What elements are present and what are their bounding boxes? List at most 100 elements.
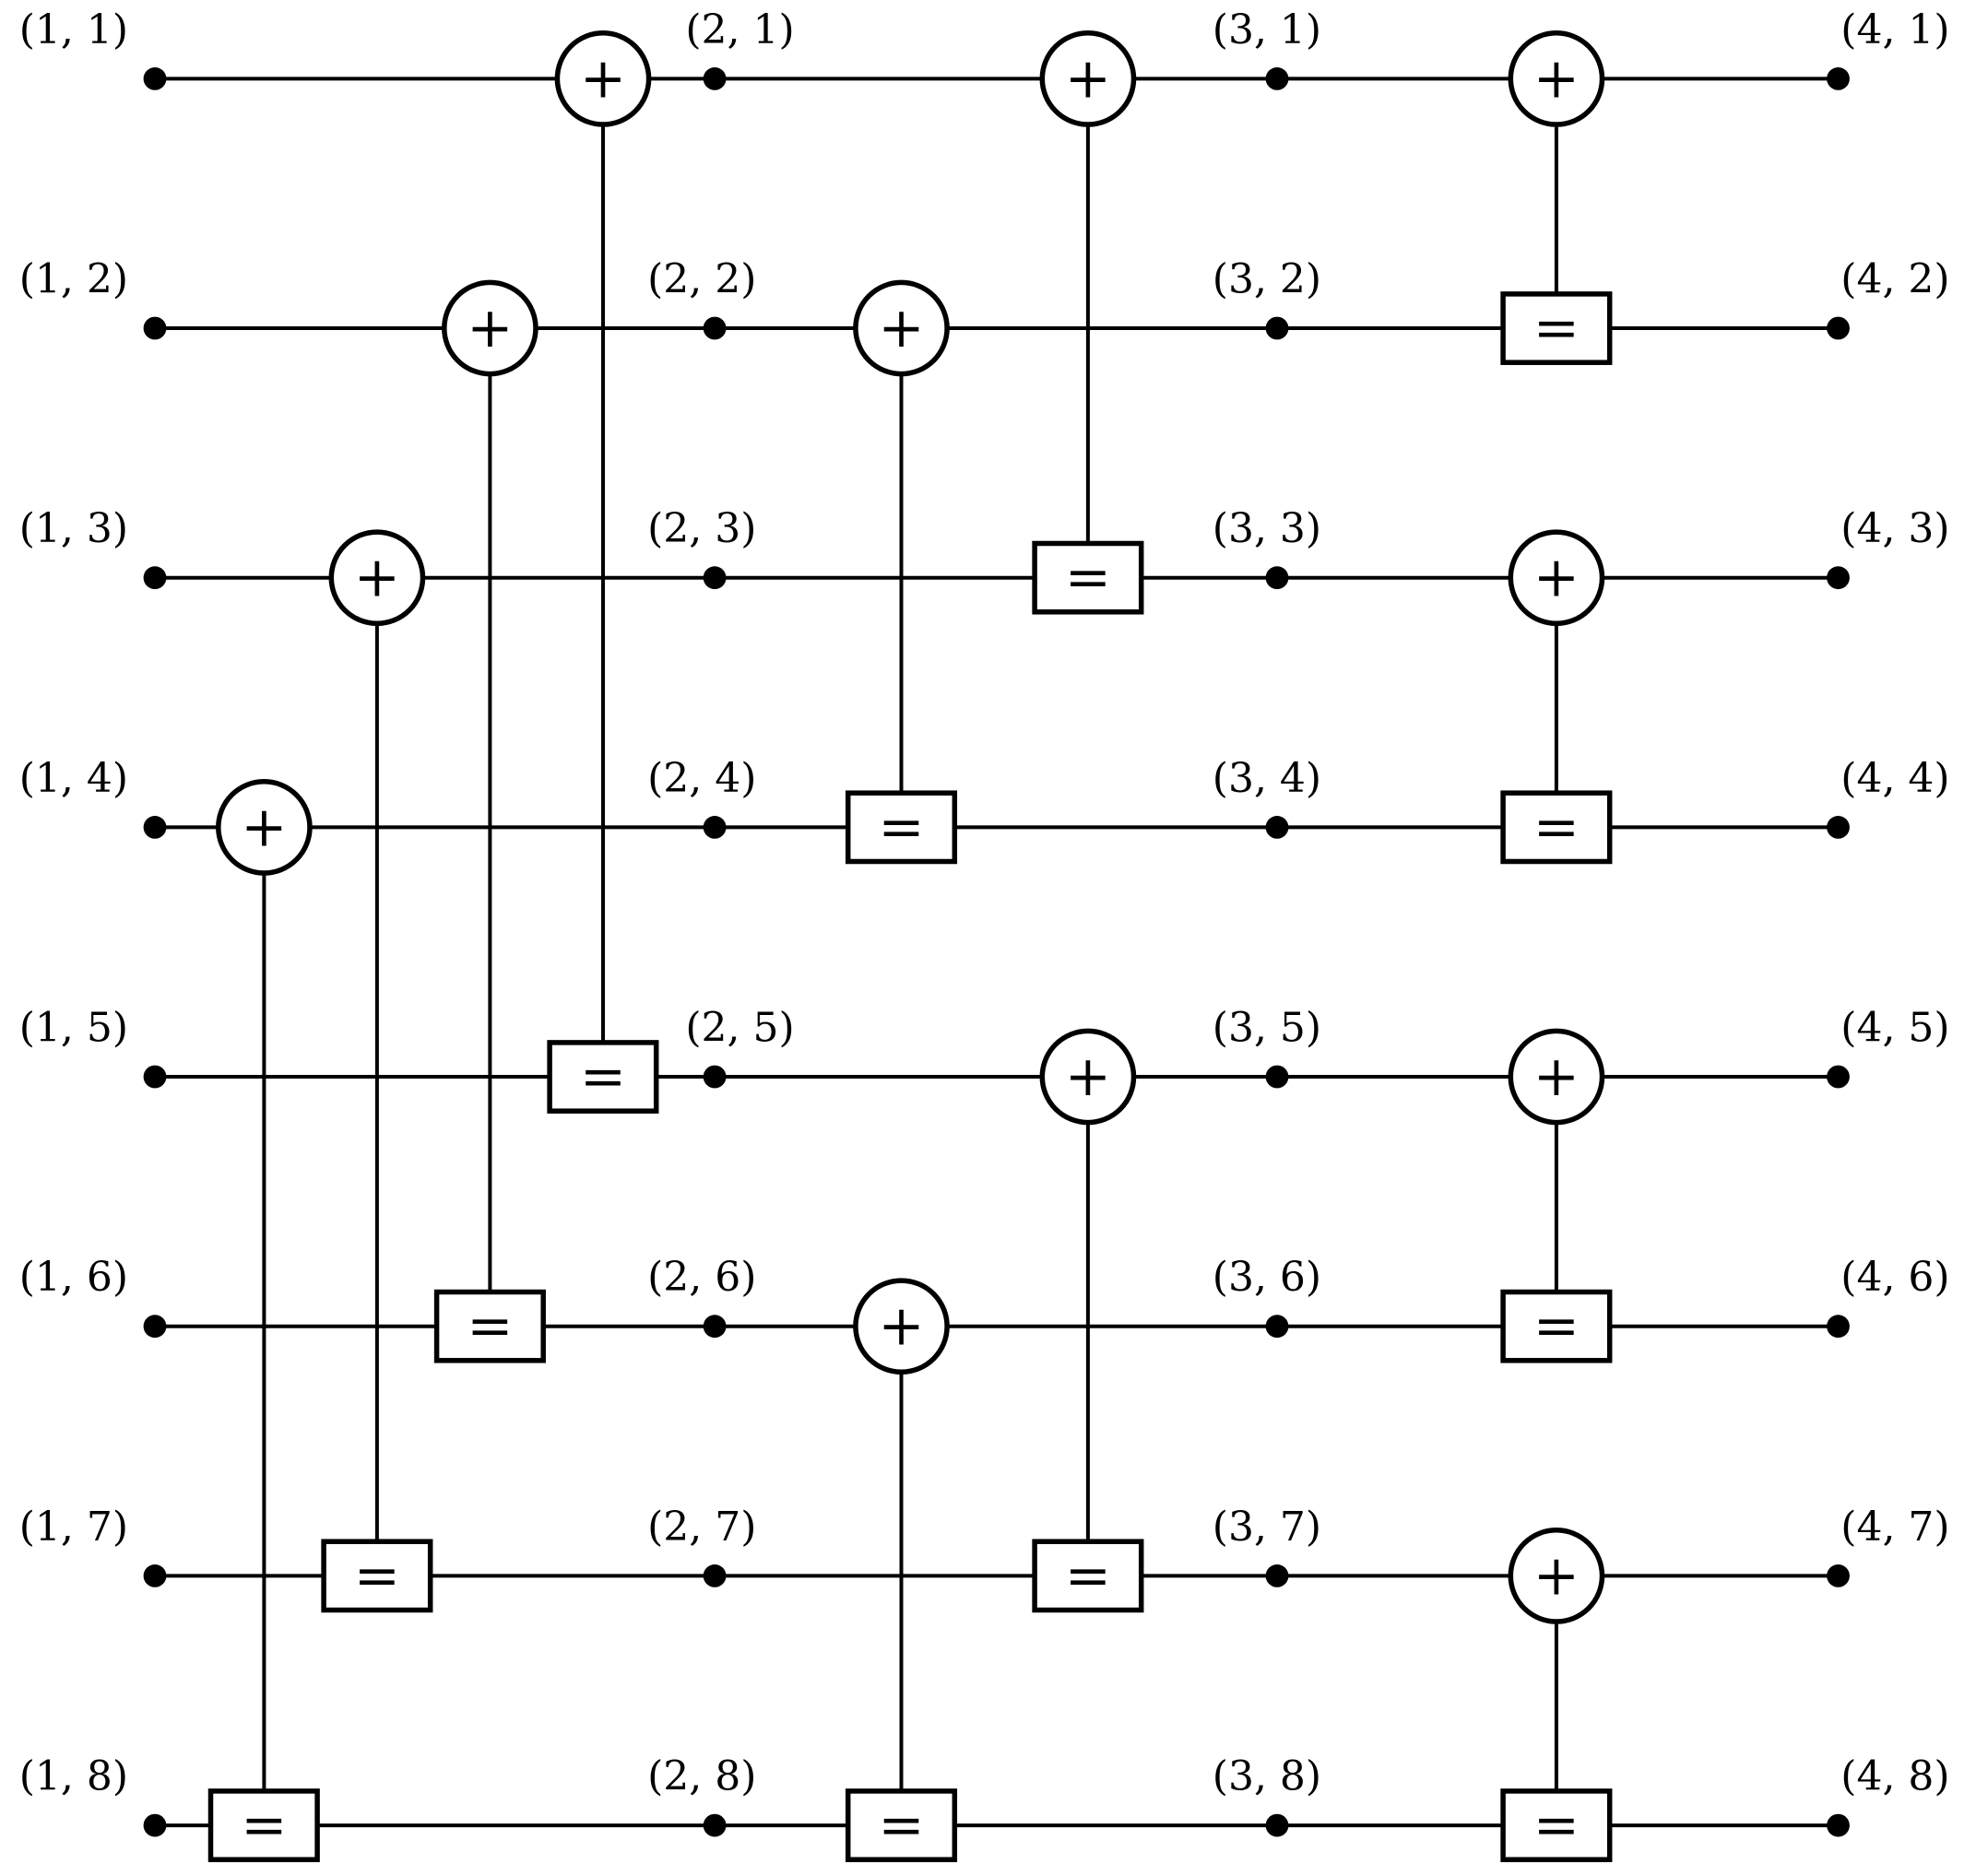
xor-gate: + — [1508, 1028, 1605, 1126]
xor-symbol: + — [1533, 1044, 1580, 1109]
node-label: (4, 5) — [1840, 1005, 1949, 1052]
equality-symbol: = — [878, 795, 924, 859]
node-dot — [1265, 1315, 1289, 1339]
node-label: (2, 1) — [685, 6, 794, 53]
node-dot — [1827, 566, 1850, 590]
node-label: (1, 5) — [19, 1005, 128, 1052]
xor-circle — [1039, 30, 1137, 127]
node-dot — [1265, 1065, 1289, 1089]
node-label: (4, 3) — [1840, 505, 1949, 552]
xor-symbol: + — [241, 795, 287, 859]
node-label: (1, 6) — [19, 1254, 128, 1301]
node-dot — [143, 67, 167, 90]
node-dot — [703, 566, 727, 590]
node-dot — [1827, 1065, 1850, 1089]
xor-gate: + — [216, 779, 313, 876]
xor-gate: + — [1039, 30, 1137, 127]
node-label: (4, 2) — [1840, 256, 1949, 303]
node-label: (4, 6) — [1840, 1254, 1949, 1301]
equality-gate: = — [845, 1788, 958, 1862]
equality-symbol: = — [1533, 296, 1580, 360]
xor-symbol: + — [878, 296, 924, 360]
xor-circle — [216, 779, 313, 876]
xor-circle — [1508, 1028, 1605, 1126]
node-label: (3, 4) — [1213, 755, 1321, 802]
xor-gate: + — [442, 279, 538, 377]
node-dot — [1265, 316, 1289, 340]
equality-symbol: = — [354, 1543, 400, 1608]
node-dot — [143, 566, 167, 590]
gate-connections — [262, 78, 1558, 1826]
node-dot — [143, 816, 167, 839]
node-label: (3, 8) — [1213, 1753, 1321, 1800]
xor-circle — [442, 279, 538, 377]
node-dot — [1265, 67, 1289, 90]
xor-circle — [328, 529, 426, 627]
node-dot — [703, 1564, 727, 1587]
equality-box — [1500, 790, 1613, 865]
node-dot — [1827, 67, 1850, 90]
node-label: (4, 1) — [1840, 6, 1949, 53]
node-label: (3, 7) — [1213, 1504, 1321, 1551]
equality-symbol: = — [1533, 1294, 1580, 1359]
xor-circle — [1508, 30, 1605, 127]
node-label: (1, 8) — [19, 1753, 128, 1800]
node-dot — [703, 1315, 727, 1339]
node-dot — [143, 1813, 167, 1837]
xor-gate: + — [1508, 1528, 1605, 1624]
node-label: (1, 4) — [19, 755, 128, 802]
node-label: (1, 7) — [19, 1504, 128, 1551]
node-label: (2, 4) — [647, 755, 756, 802]
equality-box — [547, 1040, 659, 1114]
equality-gate: = — [547, 1040, 659, 1114]
node-dot — [1827, 1315, 1850, 1339]
xor-circle — [1508, 529, 1605, 627]
equality-gate: = — [321, 1539, 433, 1613]
node-dot — [1265, 816, 1289, 839]
xor-circle — [853, 279, 950, 377]
xor-symbol: + — [354, 546, 400, 610]
xor-gate: + — [853, 1278, 950, 1375]
equality-box — [845, 1788, 958, 1862]
node-dot — [1827, 1564, 1850, 1587]
equality-gate: = — [1500, 291, 1613, 365]
equality-symbol: = — [1065, 1543, 1111, 1608]
equality-gate: = — [433, 1289, 546, 1363]
node-label: (4, 7) — [1840, 1504, 1949, 1551]
node-dot — [703, 316, 727, 340]
equality-box — [1500, 291, 1613, 365]
xor-gate: + — [1508, 529, 1605, 627]
node-dot — [1827, 1813, 1850, 1837]
xor-gate: + — [853, 279, 950, 377]
equality-box — [207, 1788, 320, 1862]
node-label: (3, 3) — [1213, 505, 1321, 552]
node-label: (3, 1) — [1213, 6, 1321, 53]
equality-symbol: = — [1533, 1793, 1580, 1858]
xor-symbol: + — [1533, 546, 1580, 610]
equality-symbol: = — [467, 1294, 513, 1359]
node-dot — [703, 1813, 727, 1837]
node-label: (2, 5) — [685, 1005, 794, 1052]
node-dot — [1827, 816, 1850, 839]
xor-symbol: + — [1065, 1044, 1111, 1109]
node-dot — [143, 1315, 167, 1339]
equality-symbol: = — [1065, 546, 1111, 610]
xor-gate: + — [554, 30, 652, 127]
equality-symbol: = — [580, 1044, 626, 1109]
node-label: (3, 6) — [1213, 1254, 1321, 1301]
node-dot — [143, 1065, 167, 1089]
xor-symbol: + — [580, 46, 626, 111]
xor-circle — [1039, 1028, 1137, 1126]
xor-circle — [554, 30, 652, 127]
node-label: (2, 8) — [647, 1753, 756, 1800]
equality-box — [1032, 1539, 1144, 1613]
node-dot — [1265, 566, 1289, 590]
node-label: (1, 3) — [19, 505, 128, 552]
equality-box — [1500, 1289, 1613, 1363]
node-dot — [703, 1065, 727, 1089]
xor-gate: + — [328, 529, 426, 627]
equality-gate: = — [1500, 1289, 1613, 1363]
equality-box — [1032, 540, 1144, 615]
equality-gate: = — [1500, 790, 1613, 865]
xor-gate: + — [1508, 30, 1605, 127]
